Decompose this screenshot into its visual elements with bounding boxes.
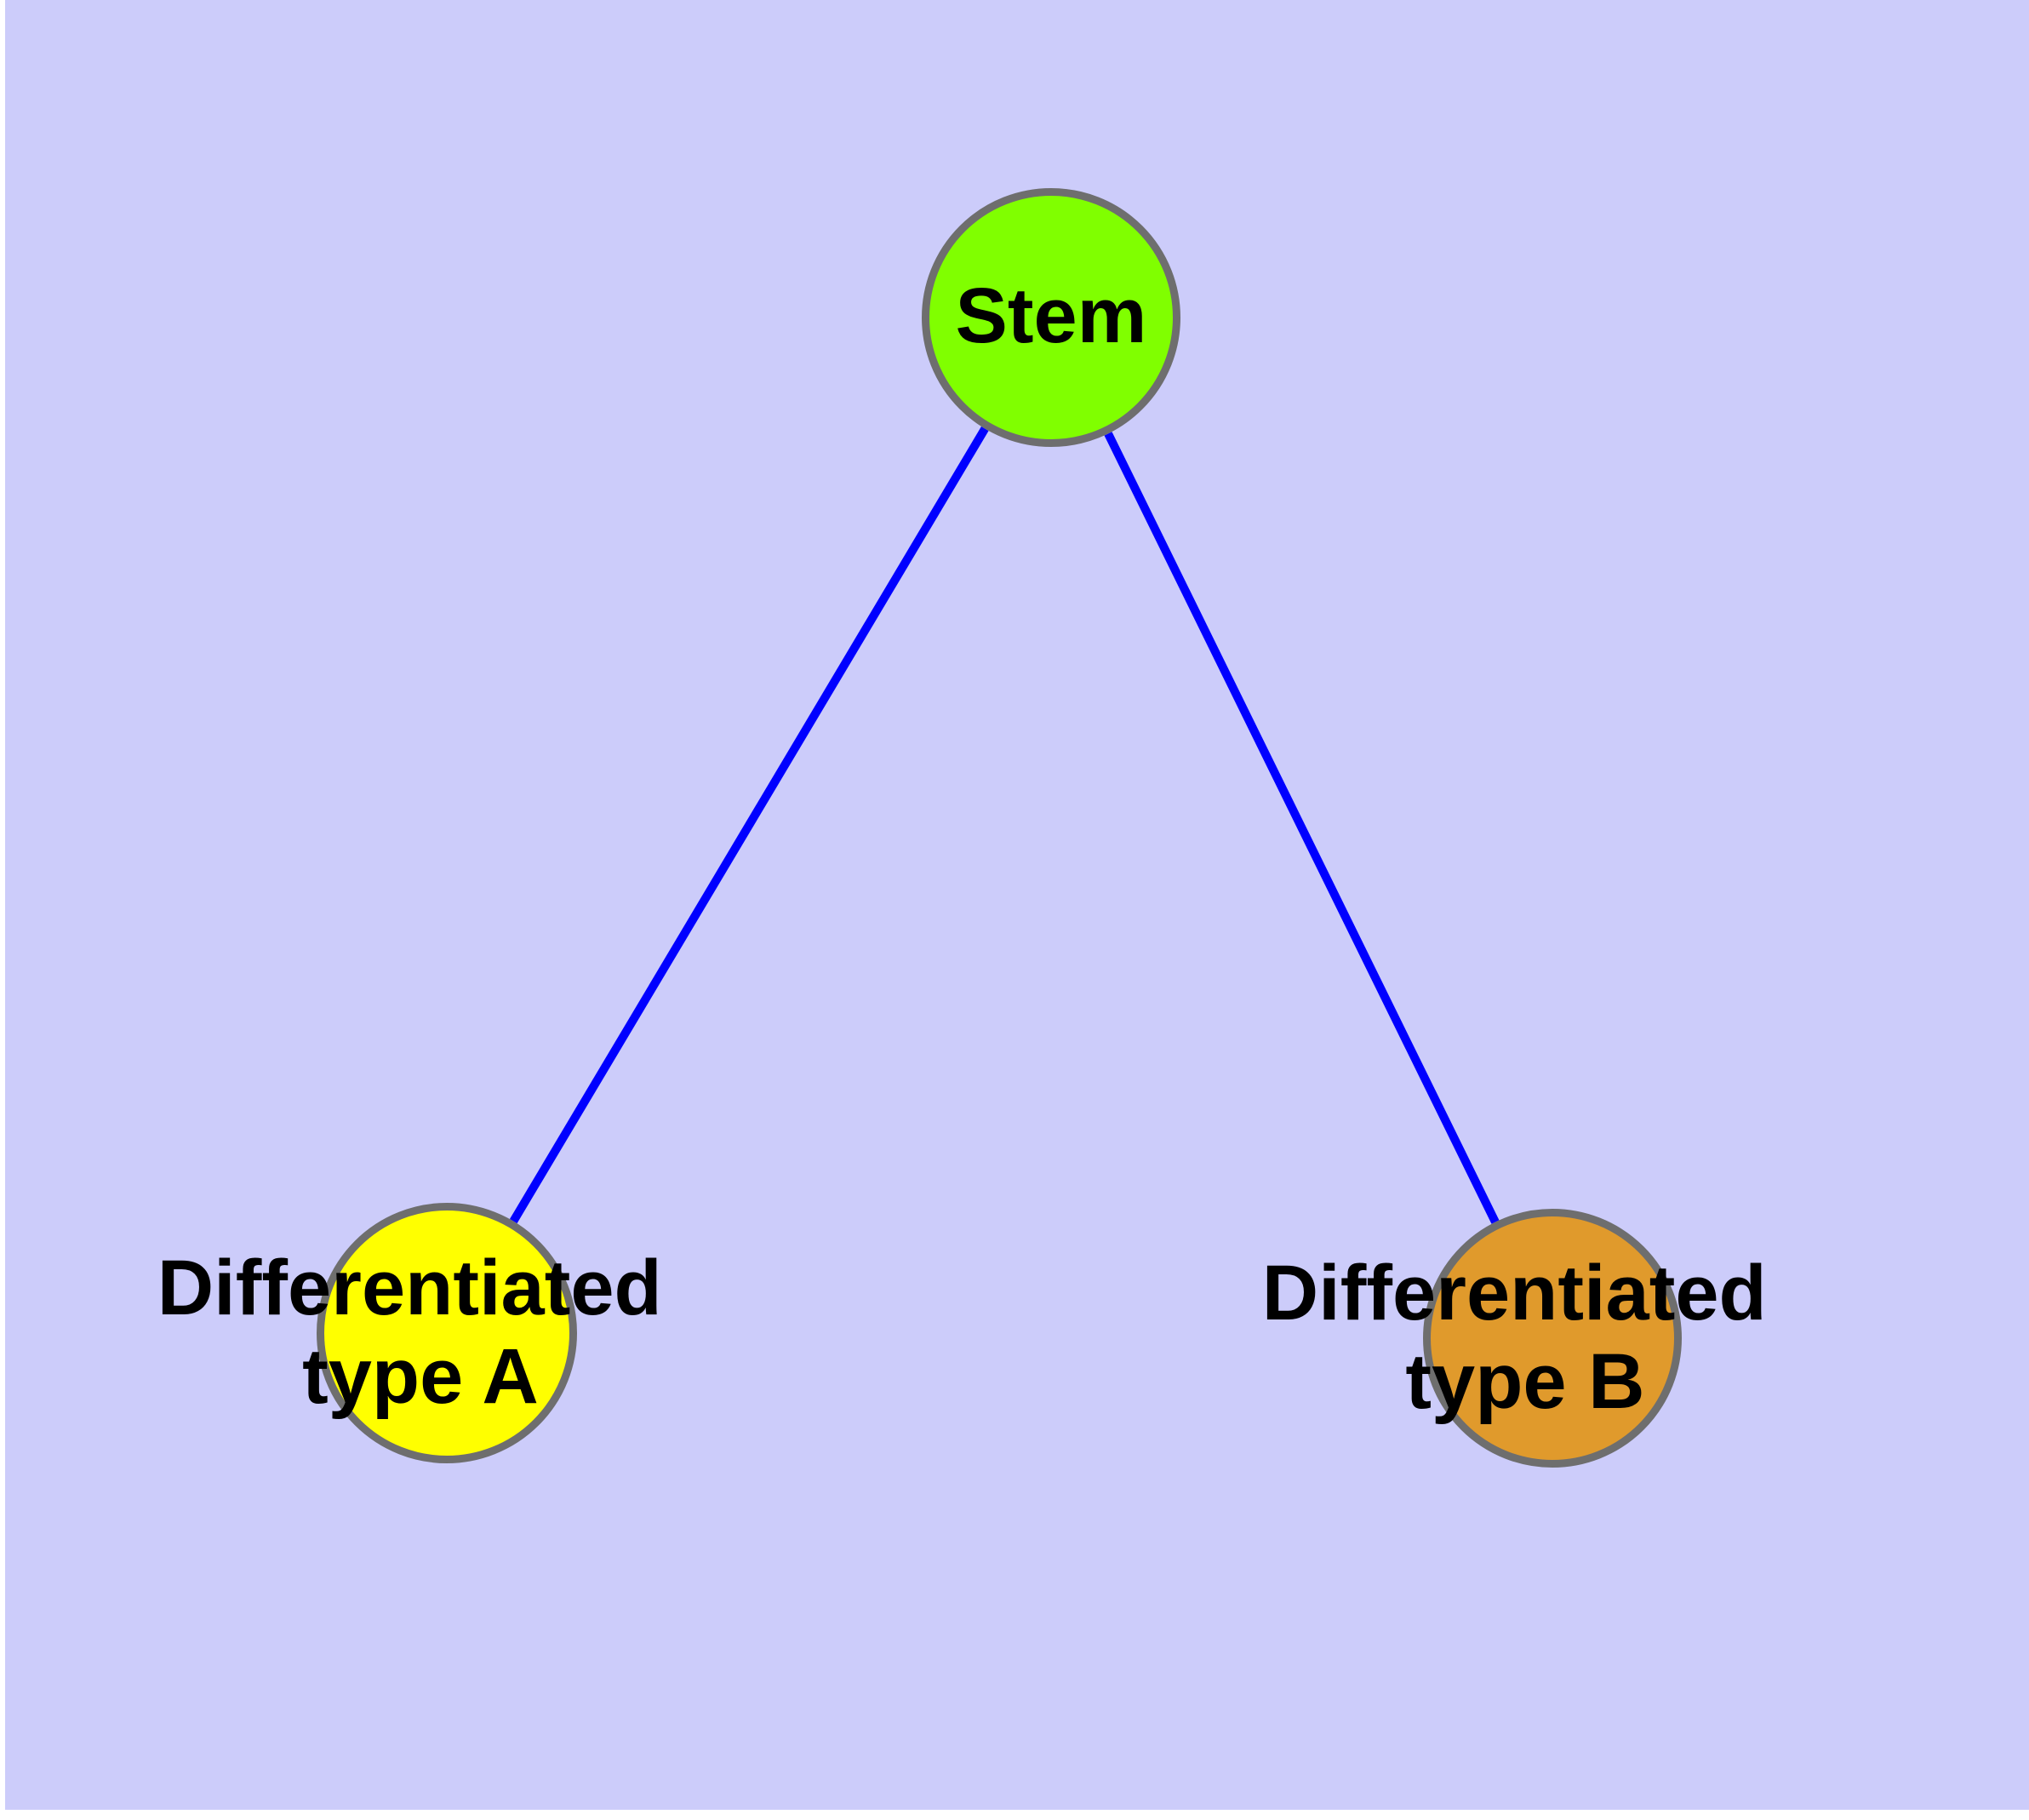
node-label-b-line-1: Differentiated — [1262, 1250, 1767, 1336]
node-label-a-line-2: type A — [302, 1333, 539, 1420]
node-label-b-line-2: type B — [1405, 1338, 1644, 1425]
node-stem[interactable] — [922, 188, 1180, 447]
node-label-stem-line-1: Stem — [956, 272, 1147, 359]
node-layer — [317, 188, 1682, 1468]
label-layer: Stem Differentiated type A Differentiate… — [157, 272, 1789, 1425]
edge-stem-diff-a[interactable] — [509, 426, 989, 1224]
edge-layer — [509, 426, 1500, 1224]
node-differentiated-type-b[interactable] — [1423, 1209, 1682, 1468]
node-label-stem: Stem — [956, 272, 1147, 359]
node-label-a-line-1: Differentiated — [157, 1245, 662, 1331]
edge-stem-diff-b[interactable] — [1104, 432, 1500, 1224]
node-label-differentiated-type-b: Differentiated type B — [1262, 1250, 1789, 1425]
node-differentiated-type-a[interactable] — [317, 1203, 577, 1463]
node-label-differentiated-type-a: Differentiated type A — [157, 1245, 684, 1420]
